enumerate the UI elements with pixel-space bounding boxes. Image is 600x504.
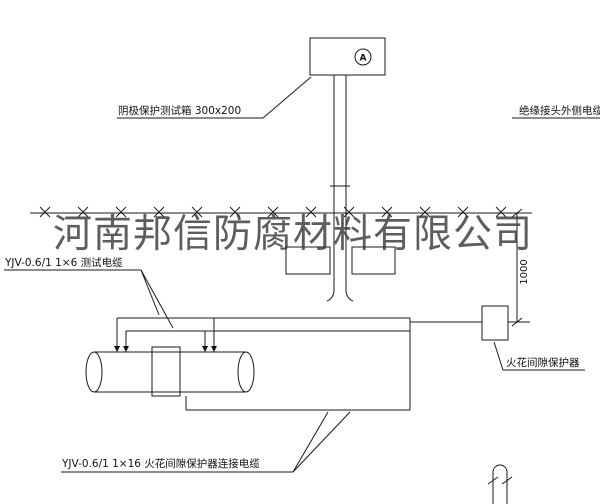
test-cable-label: YJV-0.6/1 1×6 测试电缆 xyxy=(4,256,123,269)
riser-conduit xyxy=(326,75,354,302)
pipe-riser-icon xyxy=(487,464,513,504)
test-box: A xyxy=(309,37,386,76)
spark-gap-callout: 火花间隙保护器 xyxy=(493,341,585,371)
outer-cable-label: 绝缘接头外侧电缆 xyxy=(519,104,600,117)
spark-gap-label: 火花间隙保护器 xyxy=(506,356,580,369)
dimension-1000: 1000 xyxy=(508,208,530,327)
test-box-label: 阴极保护测试箱 300x200 xyxy=(118,104,241,117)
spark-gap-protector xyxy=(410,305,509,341)
company-watermark: 河南邦信防腐材料有限公司 xyxy=(53,212,533,257)
ammeter-icon xyxy=(354,48,372,66)
cable-weld-icon xyxy=(114,346,120,352)
bottom-cable-label: YJV-0.6/1 1×16 火花间隙保护器连接电缆 xyxy=(61,457,260,470)
bottom-cable-callout: YJV-0.6/1 1×16 火花间隙保护器连接电缆 xyxy=(61,411,351,473)
cable-weld-icon xyxy=(123,346,129,352)
ammeter-letter: A xyxy=(360,54,367,64)
dimension-text: 1000 xyxy=(519,259,530,284)
concrete-blocks xyxy=(285,246,396,275)
pipeline xyxy=(85,346,255,397)
outer-cable-callout: 绝缘接头外侧电缆 xyxy=(512,104,600,119)
cable-weld-icon xyxy=(202,346,208,352)
insulating-joint xyxy=(151,346,181,397)
test-cable-callout: YJV-0.6/1 1×6 测试电缆 xyxy=(4,256,174,329)
test-box-callout: 阴极保护测试箱 300x200 xyxy=(117,76,312,119)
cable-runs xyxy=(116,317,411,411)
cable-weld-icon xyxy=(211,346,217,352)
